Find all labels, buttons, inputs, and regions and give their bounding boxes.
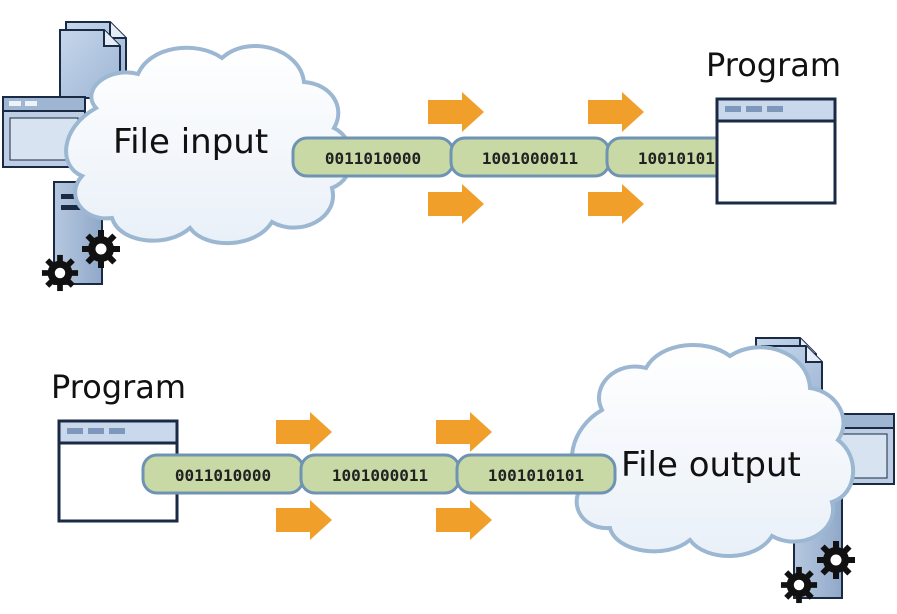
data-segment: 0011010000 [291,136,455,178]
segment-bits: 0011010000 [175,466,271,485]
program-window-icon [57,419,179,523]
gear-icon [41,254,79,292]
data-segment: 1001010101 [455,453,617,495]
flow-arrow-icon [436,500,492,540]
flow-arrow-icon [276,412,332,452]
gear-icon [780,566,818,604]
flow-arrow-icon [436,412,492,452]
segment-bits: 1001010101 [488,466,584,485]
file-input-label: File input [113,122,269,162]
segment-bits: 0011010000 [325,149,421,168]
file-output-label: File output [621,445,801,485]
flow-arrow-icon [588,92,644,132]
segment-bits: 1001000011 [332,466,428,485]
flow-arrow-icon [276,500,332,540]
segment-bits: 1001010101 [638,149,734,168]
data-segment: 1001000011 [449,136,611,178]
gear-icon [82,230,120,268]
top-row: 0011010000 1001000011 1001010101 [2,21,837,292]
flow-arrow-icon [428,184,484,224]
gear-icon [817,541,855,579]
program-label: Program [51,368,187,406]
program-label: Program [706,46,842,84]
segment-bits: 1001000011 [482,149,578,168]
bottom-row: 0011010000 1001000011 1001010101 [57,337,895,604]
data-segment: 1001000011 [299,453,461,495]
file-input-cloud [64,44,354,246]
program-window-icon [715,97,837,205]
flow-arrow-icon [428,92,484,132]
data-segment: 0011010000 [141,453,305,495]
flow-arrow-icon [588,184,644,224]
file-output-cloud [570,343,855,558]
